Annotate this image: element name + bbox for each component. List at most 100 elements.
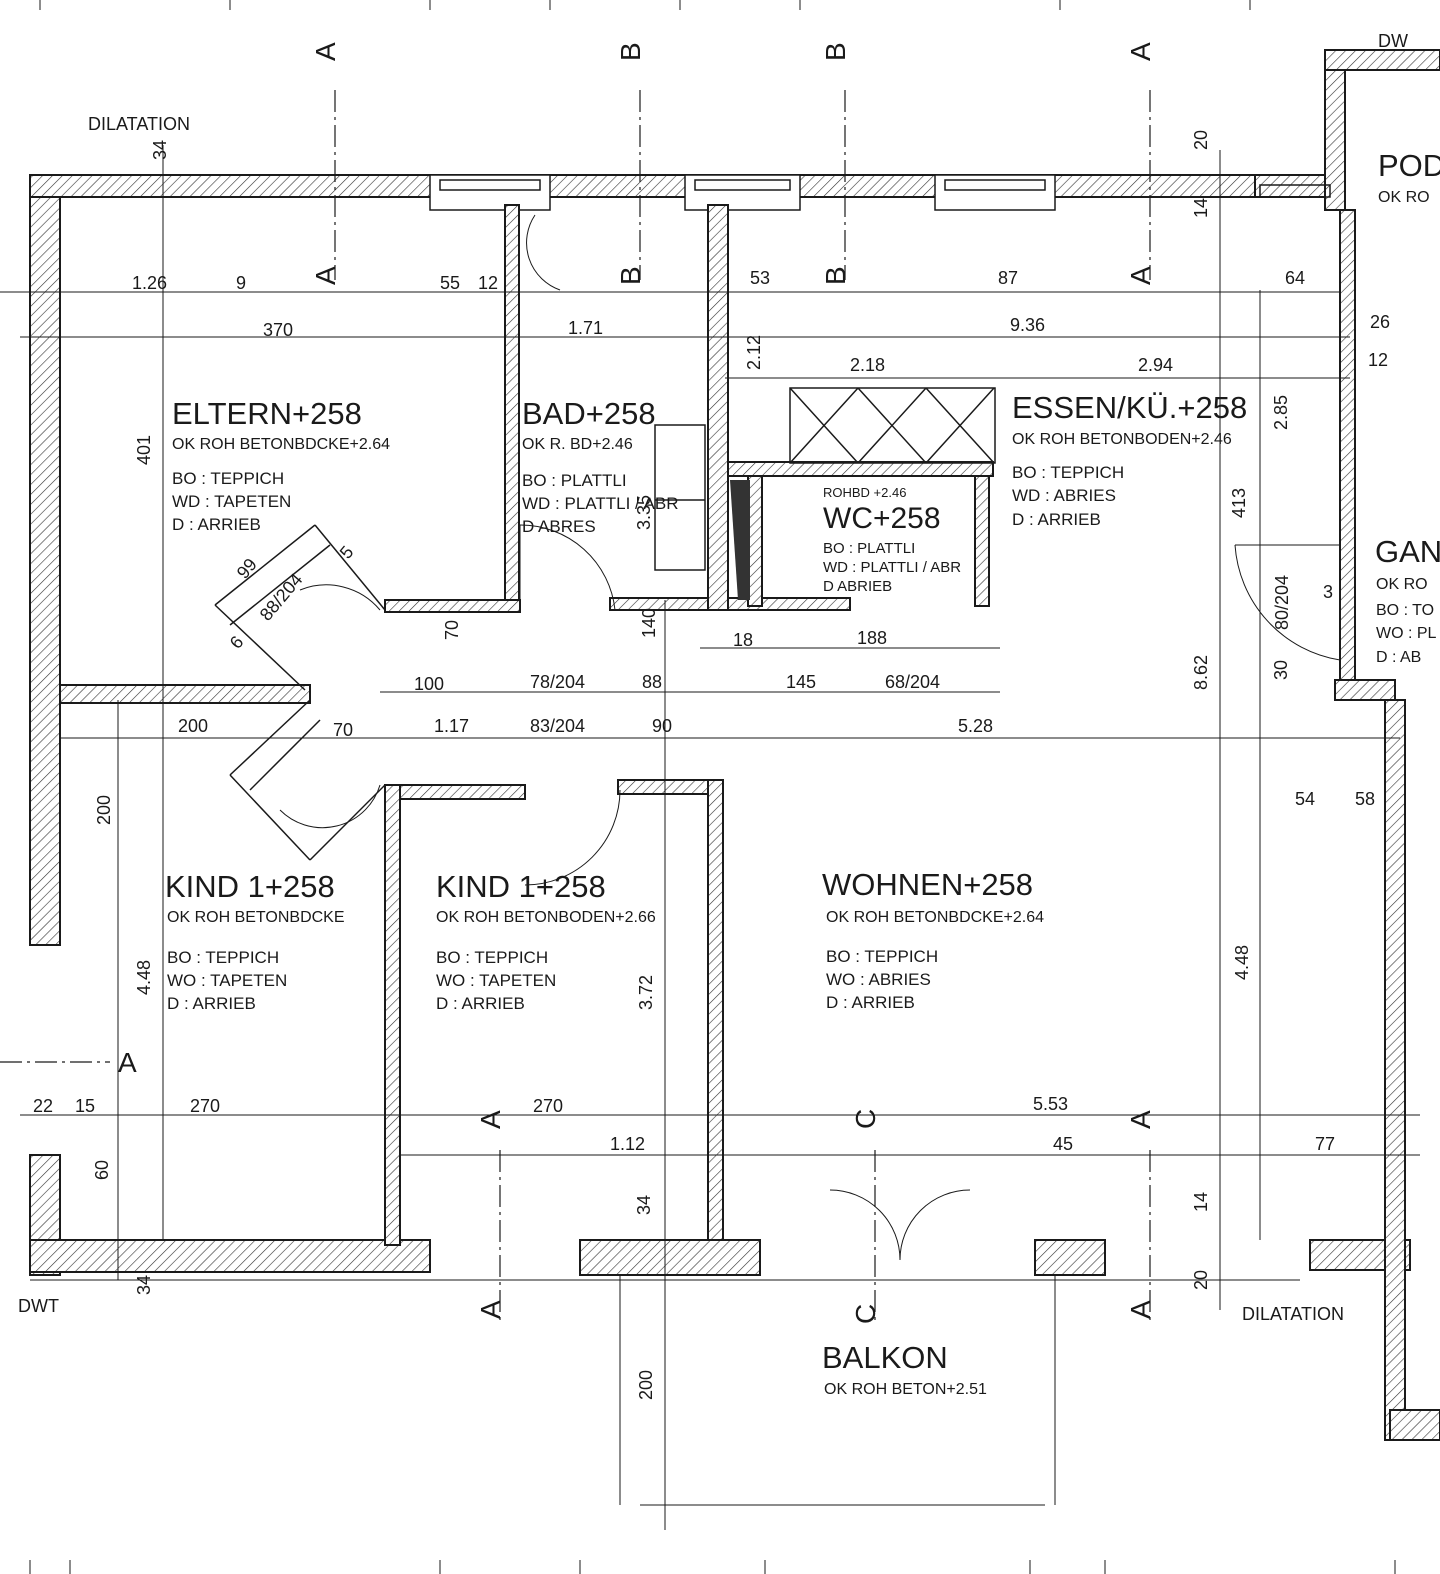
dilatation-note: DILATATION — [1242, 1304, 1344, 1324]
dim-label: 88 — [642, 672, 662, 692]
dim-label: 90 — [652, 716, 672, 736]
dw-note: DW — [1378, 31, 1408, 51]
finish-floor: BO : TO — [1376, 602, 1434, 619]
finish-ceiling: D : ARRIEB — [436, 994, 525, 1013]
room-level: OK ROH BETONBDCKE — [167, 909, 345, 926]
dim-label: 78/204 — [530, 672, 585, 692]
room-level: OK ROH BETONBODEN+2.66 — [436, 909, 656, 926]
interior-walls — [59, 204, 1396, 1246]
dim-label: 99 — [233, 554, 261, 582]
finish-floor: BO : TEPPICH — [826, 947, 938, 966]
dim-label: 14 — [1191, 198, 1211, 218]
dim-label: 80/204 — [1272, 575, 1292, 630]
dim-label: 34 — [150, 140, 170, 160]
windows-top — [429, 174, 1331, 211]
dim-label: 1.26 — [132, 273, 167, 293]
dim-label: 1.71 — [568, 318, 603, 338]
dim-label: 55 — [440, 273, 460, 293]
dim-label: 70 — [442, 620, 462, 640]
dim-label: 34 — [634, 1195, 654, 1215]
room-level: OK ROH BETONBDCKE+2.64 — [826, 909, 1044, 926]
finish-ceiling: D : ARRIEB — [826, 993, 915, 1012]
room-wohnen: WOHNEN+258 OK ROH BETONBDCKE+2.64 BO : T… — [822, 867, 1044, 1012]
finish-wall: WO : TAPETEN — [167, 971, 287, 990]
finish-wall: WD : PLATTLI / ABR — [823, 559, 961, 576]
room-title: WOHNEN+258 — [822, 867, 1033, 902]
kitchen-counter — [654, 387, 996, 600]
room-eltern: ELTERN+258 OK ROH BETONBDCKE+2.64 BO : T… — [172, 396, 390, 534]
dim-label: 18 — [733, 630, 753, 650]
notes: DILATATION DILATATION DWT DW — [18, 31, 1408, 1324]
finish-floor: BO : TEPPICH — [172, 469, 284, 488]
dim-label: 6 — [226, 632, 248, 653]
dim-label: 200 — [178, 716, 208, 736]
dim-label: 2.12 — [744, 335, 764, 370]
dim-label: 3 — [1323, 582, 1333, 602]
section-mark-a: A — [1125, 42, 1156, 61]
dim-label: 88/204 — [256, 570, 307, 625]
finish-wall: WO : TAPETEN — [436, 971, 556, 990]
dim-label: 1.17 — [434, 716, 469, 736]
frame-ticks — [29, 0, 1396, 1574]
finish-ceiling: D ABRES — [522, 517, 596, 536]
dim-label: 15 — [75, 1096, 95, 1116]
section-mark-a: A — [1125, 1110, 1156, 1129]
room-balkon: BALKON OK ROH BETON+2.51 — [822, 1340, 987, 1398]
dim-label: 8.62 — [1191, 655, 1211, 690]
door-swings — [279, 214, 1341, 1261]
dim-label: 2.85 — [1271, 395, 1291, 430]
dim-label: 34 — [134, 1275, 154, 1295]
section-mark-c: C — [850, 1109, 881, 1129]
dim-label: 87 — [998, 268, 1018, 288]
room-title: WC+258 — [823, 502, 941, 535]
finish-ceiling: D : ARRIEB — [172, 515, 261, 534]
dim-label: 3.72 — [636, 975, 656, 1010]
dim-label: 4.48 — [134, 960, 154, 995]
section-mark-a: A — [475, 1300, 506, 1319]
room-wc: ROHBD +2.46 WC+258 BO : PLATTLI WD : PLA… — [823, 485, 961, 595]
dimension-lines — [0, 145, 1420, 1530]
section-mark-a: A — [310, 42, 341, 61]
room-level: OK RO — [1378, 189, 1430, 206]
dilatation-note: DILATATION — [88, 114, 190, 134]
finish-ceiling: D ABRIEB — [823, 578, 892, 595]
dim-label: 5.28 — [958, 716, 993, 736]
dim-label: 1.12 — [610, 1134, 645, 1154]
dim-label: 3.35 — [634, 495, 654, 530]
dim-label: 145 — [786, 672, 816, 692]
dim-label: 2.94 — [1138, 355, 1173, 375]
dim-label: 83/204 — [530, 716, 585, 736]
dim-label: 30 — [1271, 660, 1291, 680]
room-level: OK R. BD+2.46 — [522, 436, 633, 453]
finish-floor: BO : TEPPICH — [1012, 463, 1124, 482]
finish-ceiling: D : ARRIEB — [167, 994, 256, 1013]
section-marks: A A B B B B A A A A A A C C A — [118, 42, 1156, 1324]
dim-label: 60 — [92, 1160, 112, 1180]
dim-label: 12 — [478, 273, 498, 293]
dim-label: 413 — [1229, 488, 1249, 518]
dim-label: 22 — [33, 1096, 53, 1116]
dim-label: 20 — [1191, 1270, 1211, 1290]
room-title: KIND 1+258 — [165, 869, 335, 904]
finish-wall: WO : PL — [1376, 625, 1437, 642]
room-level: OK ROH BETONBDCKE+2.64 — [172, 436, 390, 453]
dim-label: 140 — [639, 608, 659, 638]
section-mark-c: C — [850, 1304, 881, 1324]
section-mark-a: A — [1125, 266, 1156, 285]
room-level: OK RO — [1376, 576, 1428, 593]
dim-label: 9 — [236, 273, 246, 293]
dim-label: 200 — [636, 1370, 656, 1400]
dim-label: 401 — [134, 435, 154, 465]
dim-label: 9.36 — [1010, 315, 1045, 335]
dim-label: 53 — [750, 268, 770, 288]
dim-label: 5.53 — [1033, 1094, 1068, 1114]
finish-floor: BO : TEPPICH — [167, 948, 279, 967]
dim-label: 2.18 — [850, 355, 885, 375]
room-essen: ESSEN/KÜ.+258 OK ROH BETONBODEN+2.46 BO … — [1012, 390, 1247, 529]
dim-label: 4.48 — [1232, 945, 1252, 980]
room-gan: GAN OK RO BO : TO WO : PL D : AB — [1375, 534, 1440, 666]
finish-floor: BO : TEPPICH — [436, 948, 548, 967]
dim-label: 26 — [1370, 312, 1390, 332]
dim-label: 100 — [414, 674, 444, 694]
finish-wall: WO : ABRIES — [826, 970, 931, 989]
